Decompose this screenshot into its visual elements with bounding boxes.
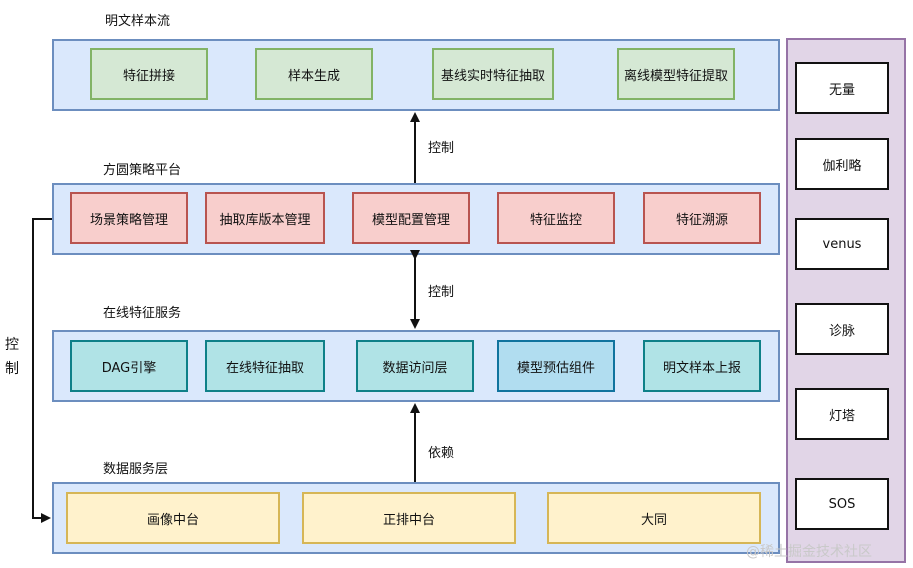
box-baseline-realtime-feature: 基线实时特征抽取 [432, 48, 554, 100]
box-data-access-layer: 数据访问层 [356, 340, 474, 392]
arrow-left-control [32, 218, 52, 523]
layer-title-sample-flow: 明文样本流 [105, 14, 171, 29]
box-model-predict: 模型预估组件 [497, 340, 615, 392]
box-profile-platform: 画像中台 [66, 492, 280, 544]
side-item-dengta: 灯塔 [795, 388, 889, 440]
box-feature-monitor: 特征监控 [497, 192, 615, 244]
layer-title-online-service: 在线特征服务 [103, 306, 182, 321]
side-item-sos: SOS [795, 478, 889, 530]
side-item-venus: venus [795, 218, 889, 270]
box-model-config: 模型配置管理 [352, 192, 470, 244]
side-item-wuliang: 无量 [795, 62, 889, 114]
box-dag-engine: DAG引擎 [70, 340, 188, 392]
layer-title-strategy-platform: 方圆策略平台 [103, 163, 182, 178]
edge-label-control-2: 控制 [428, 285, 455, 300]
box-feature-concat: 特征拼接 [90, 48, 208, 100]
box-scene-strategy: 场景策略管理 [70, 192, 188, 244]
edge-label-depend: 依赖 [428, 446, 455, 461]
watermark: @稀土掘金技术社区 [746, 544, 872, 560]
box-extract-lib-version: 抽取库版本管理 [205, 192, 325, 244]
box-forward-index-platform: 正排中台 [302, 492, 516, 544]
side-panel [786, 38, 906, 563]
box-feature-trace: 特征溯源 [643, 192, 761, 244]
side-item-zhenmai: 诊脉 [795, 303, 889, 355]
box-sample-generation: 样本生成 [255, 48, 373, 100]
edge-label-control-1: 控制 [428, 141, 455, 156]
edge-label-left-control: 控 制 [5, 337, 19, 377]
box-datong: 大同 [547, 492, 761, 544]
side-item-galileo: 伽利略 [795, 138, 889, 190]
box-offline-model-feature: 离线模型特征提取 [617, 48, 735, 100]
box-online-feature-extract: 在线特征抽取 [205, 340, 325, 392]
layer-title-data-service: 数据服务层 [103, 462, 169, 477]
box-sample-report: 明文样本上报 [643, 340, 761, 392]
